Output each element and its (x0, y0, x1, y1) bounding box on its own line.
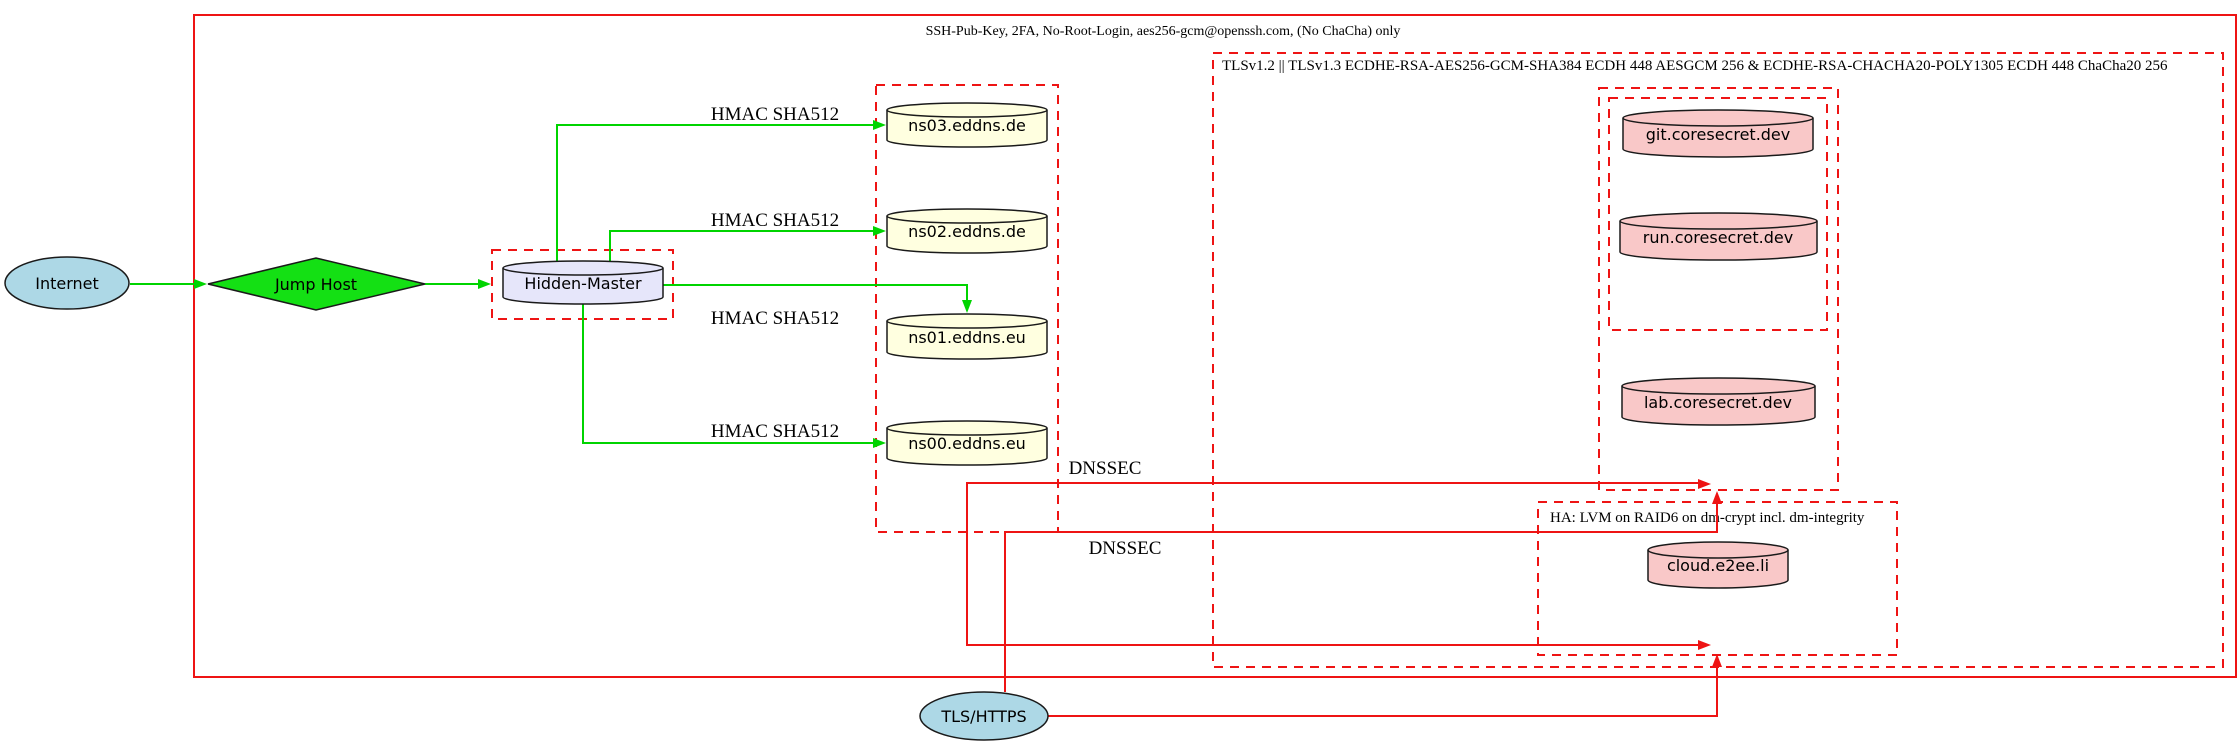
edge-label-hmac-ns03: HMAC SHA512 (711, 104, 839, 125)
edge-label-dnssec-1: DNSSEC (1069, 458, 1142, 479)
tls-https-node-label: TLS/HTTPS (940, 707, 1026, 726)
edge-dns-to-web-dnssec (966, 479, 1711, 532)
ns00-node-label: ns00.eddns.eu (908, 434, 1026, 453)
hidden-master-node: Hidden-Master (502, 260, 664, 305)
ns01-node: ns01.eddns.eu (886, 313, 1048, 360)
gitrun-cluster-box (1608, 97, 1828, 331)
edge-internet-to-jumphost (130, 279, 207, 289)
ns03-node: ns03.eddns.de (886, 102, 1048, 148)
lab-node-label: lab.coresecret.dev (1644, 393, 1792, 412)
internet-node-label: Internet (35, 274, 99, 293)
edge-hiddenmaster-to-ns02 (609, 226, 886, 261)
edge-hiddenmaster-to-ns01 (663, 284, 972, 313)
jump-host-node: Jump Host (207, 257, 426, 311)
ha-cluster-label: HA: LVM on RAID6 on dm-crypt incl. dm-in… (1550, 510, 1865, 526)
edge-tls-to-web (1004, 491, 1722, 692)
web-cluster-box (1598, 87, 1839, 491)
internet-node: Internet (4, 256, 130, 310)
ssh-cluster-label: SSH-Pub-Key, 2FA, No-Root-Login, aes256-… (926, 24, 1401, 39)
git-node: git.coresecret.dev (1622, 109, 1814, 158)
hidden-master-node-label: Hidden-Master (524, 274, 642, 293)
run-node-label: run.coresecret.dev (1643, 228, 1793, 247)
edge-hiddenmaster-to-ns03 (556, 120, 886, 261)
edge-dns-to-ha-dnssec (966, 532, 1711, 650)
edge-label-hmac-ns00: HMAC SHA512 (711, 421, 839, 442)
edge-label-dnssec-2: DNSSEC (1089, 538, 1162, 559)
run-node: run.coresecret.dev (1619, 212, 1818, 261)
edge-label-hmac-ns01: HMAC SHA512 (711, 308, 839, 329)
cloud-node-label: cloud.e2ee.li (1667, 556, 1769, 575)
cloud-node: cloud.e2ee.li (1647, 541, 1789, 589)
jump-host-node-label: Jump Host (274, 275, 357, 294)
ns02-node: ns02.eddns.de (886, 208, 1048, 254)
tls-https-node: TLS/HTTPS (919, 691, 1049, 741)
git-node-label: git.coresecret.dev (1646, 125, 1791, 144)
ns00-node: ns00.eddns.eu (886, 420, 1048, 466)
ns02-node-label: ns02.eddns.de (908, 222, 1026, 241)
ssh-cluster-box (193, 14, 2237, 678)
edge-jumphost-to-hiddenmaster (425, 279, 491, 289)
ns03-node-label: ns03.eddns.de (908, 116, 1026, 135)
edge-hiddenmaster-to-ns00 (582, 303, 886, 448)
tls-cluster-label: TLSv1.2 || TLSv1.3 ECDHE-RSA-AES256-GCM-… (1222, 58, 2168, 74)
edge-label-hmac-ns02: HMAC SHA512 (711, 210, 839, 231)
ns01-node-label: ns01.eddns.eu (908, 328, 1026, 347)
lab-node: lab.coresecret.dev (1621, 377, 1816, 426)
edge-tls-to-ha (1048, 654, 1722, 717)
